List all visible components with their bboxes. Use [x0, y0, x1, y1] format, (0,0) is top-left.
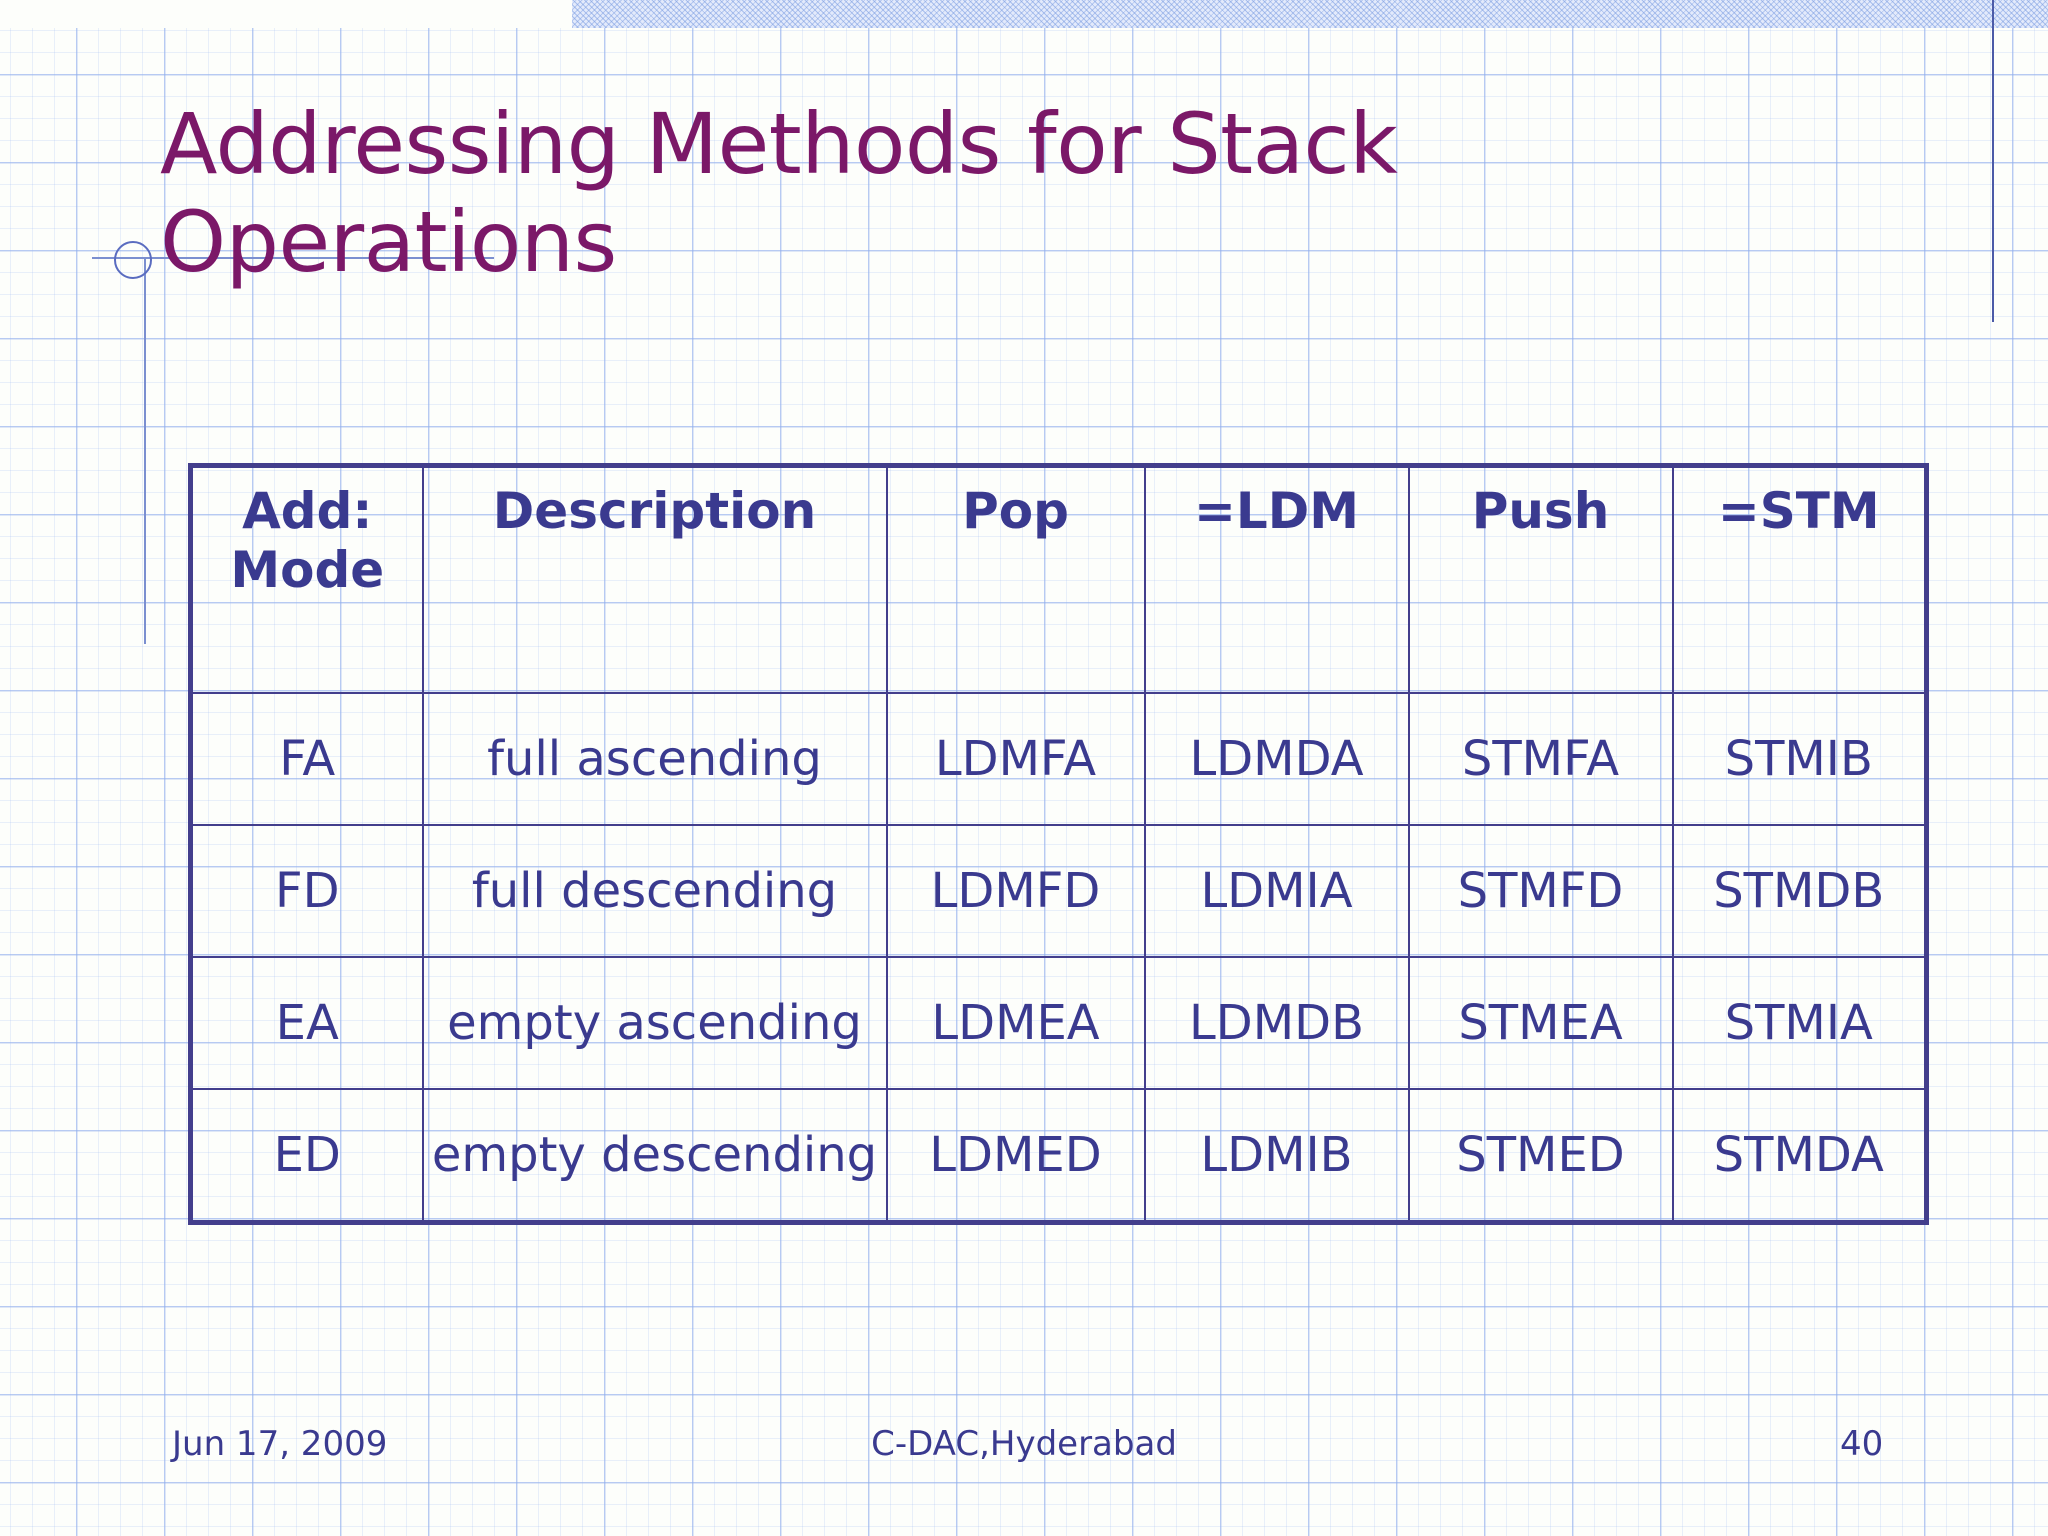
left-vertical-rule: [144, 258, 146, 644]
column-header-push: Push: [1407, 464, 1674, 694]
column-header-pop: Pop: [885, 464, 1146, 694]
column-header-mode-line1: Add:: [242, 482, 373, 540]
cell-push: STMFA: [1407, 692, 1674, 826]
cell-stm: STMIB: [1671, 692, 1928, 826]
cell-mode: FA: [189, 692, 424, 826]
page-title: Addressing Methods for Stack Operations: [160, 95, 1398, 291]
slide-footer: Jun 17, 2009 C-DAC,Hyderabad 40: [0, 1424, 2048, 1484]
cell-description: full ascending: [421, 692, 888, 826]
table-row: FA full ascending LDMFA LDMDA STMFA STMI…: [189, 692, 1928, 826]
cell-ldm: LDMIB: [1143, 1088, 1410, 1224]
top-decorative-band: [572, 0, 2048, 28]
table-header-row: Add: Mode Description Pop =LDM Push =STM: [189, 464, 1928, 694]
cell-ldm: LDMIA: [1143, 824, 1410, 958]
table-row: ED empty descending LDMED LDMIB STMED ST…: [189, 1088, 1928, 1224]
right-vertical-rule: [1992, 0, 1994, 322]
title-underline: [92, 257, 494, 259]
cell-push: STMED: [1407, 1088, 1674, 1224]
cell-push: STMEA: [1407, 956, 1674, 1090]
table-row: FD full descending LDMFD LDMIA STMFD STM…: [189, 824, 1928, 958]
cell-description: full descending: [421, 824, 888, 958]
cell-description: empty ascending: [421, 956, 888, 1090]
cell-push: STMFD: [1407, 824, 1674, 958]
column-header-mode-line2: Mode: [230, 541, 385, 599]
cell-ldm: LDMDB: [1143, 956, 1410, 1090]
cell-stm: STMIA: [1671, 956, 1928, 1090]
column-header-description: Description: [421, 464, 888, 694]
table-body: FA full ascending LDMFA LDMDA STMFA STMI…: [189, 692, 1928, 1224]
footer-date: Jun 17, 2009: [172, 1424, 388, 1464]
stack-addressing-table: Add: Mode Description Pop =LDM Push =STM…: [188, 463, 1929, 1225]
column-header-stm: =STM: [1671, 464, 1928, 694]
column-header-ldm: =LDM: [1143, 464, 1410, 694]
footer-organization: C-DAC,Hyderabad: [871, 1424, 1177, 1464]
cell-pop: LDMFA: [885, 692, 1146, 826]
circle-accent-icon: [114, 241, 152, 279]
stack-addressing-table-container: Add: Mode Description Pop =LDM Push =STM…: [188, 463, 1929, 1225]
table-header: Add: Mode Description Pop =LDM Push =STM: [189, 464, 1928, 694]
cell-mode: EA: [189, 956, 424, 1090]
cell-pop: LDMEA: [885, 956, 1146, 1090]
cell-pop: LDMED: [885, 1088, 1146, 1224]
cell-stm: STMDA: [1671, 1088, 1928, 1224]
top-left-paper-patch: [0, 0, 572, 28]
footer-page-number: 40: [1840, 1424, 1884, 1464]
cell-description: empty descending: [421, 1088, 888, 1224]
column-header-mode: Add: Mode: [189, 464, 424, 694]
cell-mode: FD: [189, 824, 424, 958]
table-row: EA empty ascending LDMEA LDMDB STMEA STM…: [189, 956, 1928, 1090]
cell-pop: LDMFD: [885, 824, 1146, 958]
cell-mode: ED: [189, 1088, 424, 1224]
cell-ldm: LDMDA: [1143, 692, 1410, 826]
cell-stm: STMDB: [1671, 824, 1928, 958]
